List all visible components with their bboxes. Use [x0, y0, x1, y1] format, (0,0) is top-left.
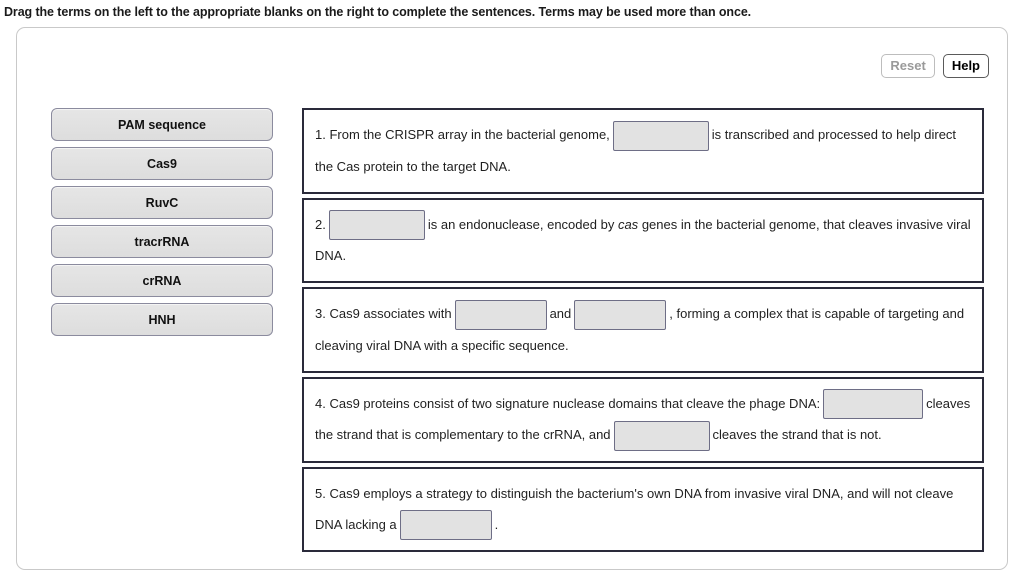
- sentence-5: 5. Cas9 employs a strategy to distinguis…: [302, 466, 984, 553]
- term-tracrrna[interactable]: tracrRNA: [51, 225, 273, 258]
- sentence-1-text-b: is transcribed and processed to help dir…: [315, 127, 960, 174]
- sentence-5-text-a: 5. Cas9 employs a strategy to distinguis…: [315, 485, 957, 532]
- sentence-1: 1. From the CRISPR array in the bacteria…: [302, 108, 984, 194]
- instruction-text: Drag the terms on the left to the approp…: [4, 5, 752, 19]
- blank-3-2[interactable]: [574, 299, 667, 330]
- blank-1-1[interactable]: [612, 120, 709, 151]
- sentence-2-number: 2.: [315, 216, 326, 232]
- sentence-4: 4. Cas9 proteins consist of two signatur…: [302, 376, 984, 463]
- blank-4-2[interactable]: [613, 420, 710, 451]
- blank-5-1[interactable]: [399, 510, 492, 541]
- term-crrna[interactable]: crRNA: [51, 264, 273, 297]
- toolbar: Reset Help: [881, 54, 989, 78]
- sentence-4-text-c: cleaves the strand that is not.: [712, 427, 882, 443]
- reset-button[interactable]: Reset: [881, 54, 935, 78]
- blank-3-1[interactable]: [454, 299, 547, 330]
- term-label: Cas9: [147, 156, 177, 171]
- term-ruvc[interactable]: RuvC: [51, 186, 273, 219]
- sentence-3-text-c: , forming a complex that is capable of t…: [315, 306, 968, 353]
- term-label: HNH: [148, 312, 176, 327]
- exercise-panel: Reset Help PAM sequence Cas9 RuvC tracrR…: [16, 27, 1008, 570]
- blank-2-1[interactable]: [328, 210, 425, 241]
- blank-4-1[interactable]: [823, 389, 924, 420]
- sentence-4-text-a: 4. Cas9 proteins consist of two signatur…: [315, 395, 821, 411]
- term-label: RuvC: [145, 195, 179, 210]
- sentence-3-text-a: 3. Cas9 associates with: [315, 306, 452, 322]
- term-cas9[interactable]: Cas9: [51, 147, 273, 180]
- help-button[interactable]: Help: [942, 54, 989, 78]
- sentence-3: 3. Cas9 associates with and, forming a co…: [302, 287, 984, 373]
- term-hnh[interactable]: HNH: [51, 303, 273, 336]
- sentence-2-text-b: is an endonuclease, encoded by: [427, 216, 615, 232]
- sentence-1-text-a: 1. From the CRISPR array in the bacteria…: [315, 127, 610, 142]
- term-pam-sequence[interactable]: PAM sequence: [51, 108, 273, 141]
- sentence-list: 1. From the CRISPR array in the bacteria…: [302, 108, 984, 553]
- term-label: tracrRNA: [134, 234, 190, 249]
- sentence-2-italic-cas: cas: [617, 216, 639, 232]
- sentence-3-text-b: and: [549, 306, 572, 322]
- term-label: PAM sequence: [118, 117, 206, 132]
- sentence-5-text-b: .: [494, 516, 499, 532]
- term-bank: PAM sequence Cas9 RuvC tracrRNA crRNA HN…: [51, 108, 273, 336]
- sentence-4-text-b: cleaves the strand that is complementary…: [315, 395, 974, 443]
- sentence-2-text-c: genes in the bacterial genome, that clea…: [315, 216, 975, 264]
- sentence-2: 2. is an endonuclease, encoded by cas gen…: [302, 197, 984, 284]
- term-label: crRNA: [142, 273, 182, 288]
